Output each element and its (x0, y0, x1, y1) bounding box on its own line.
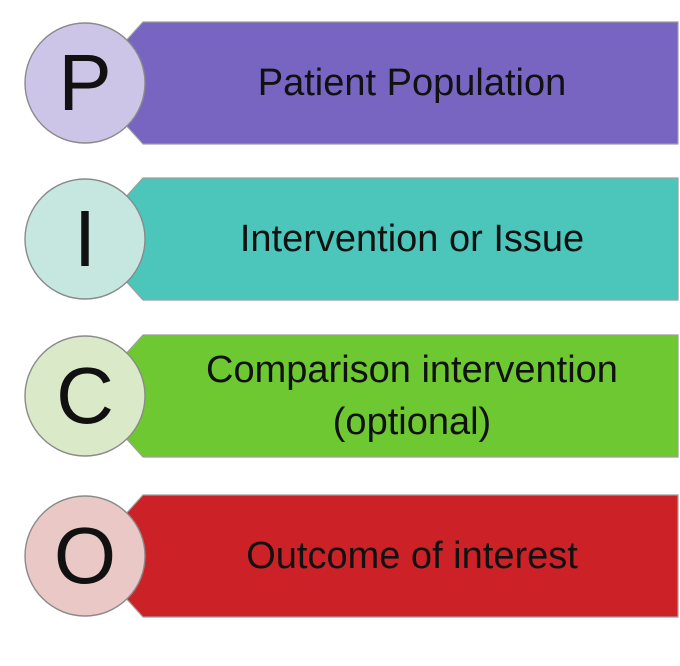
circle-letter: C (56, 351, 114, 440)
banner-label-line1: Outcome of interest (246, 535, 578, 577)
banner-label: Comparison intervention (optional) (152, 335, 672, 457)
letter-circle-shape (24, 22, 146, 144)
letter-circle-shape (24, 335, 146, 457)
banner-label-line1: Intervention or Issue (239, 218, 585, 260)
pico-row-outcome: O Outcome of interest (0, 493, 680, 619)
pico-row-patient-population: P Patient Population (0, 20, 680, 146)
banner-label: Intervention or Issue (152, 178, 672, 300)
row-shapes (24, 21, 679, 145)
letter-circle-shape (24, 178, 146, 300)
row-shapes (24, 177, 679, 301)
circle-letter: P (58, 38, 112, 127)
banner-label-line1: Patient Population (257, 62, 567, 104)
banner-label: Patient Population (152, 22, 672, 144)
banner-label: Outcome of interest (152, 495, 672, 617)
row-shapes (24, 494, 679, 618)
banner-label-line2: (optional) (332, 401, 492, 443)
banner-label-line1: Comparison intervention (206, 349, 618, 391)
circle-letter: O (53, 511, 117, 600)
pico-row-comparison: C Comparison intervention (optional) (0, 333, 680, 459)
letter-circle-shape (24, 495, 146, 617)
pico-row-intervention: I Intervention or Issue (0, 176, 680, 302)
circle-letter: I (73, 194, 97, 283)
row-shapes (24, 334, 679, 458)
